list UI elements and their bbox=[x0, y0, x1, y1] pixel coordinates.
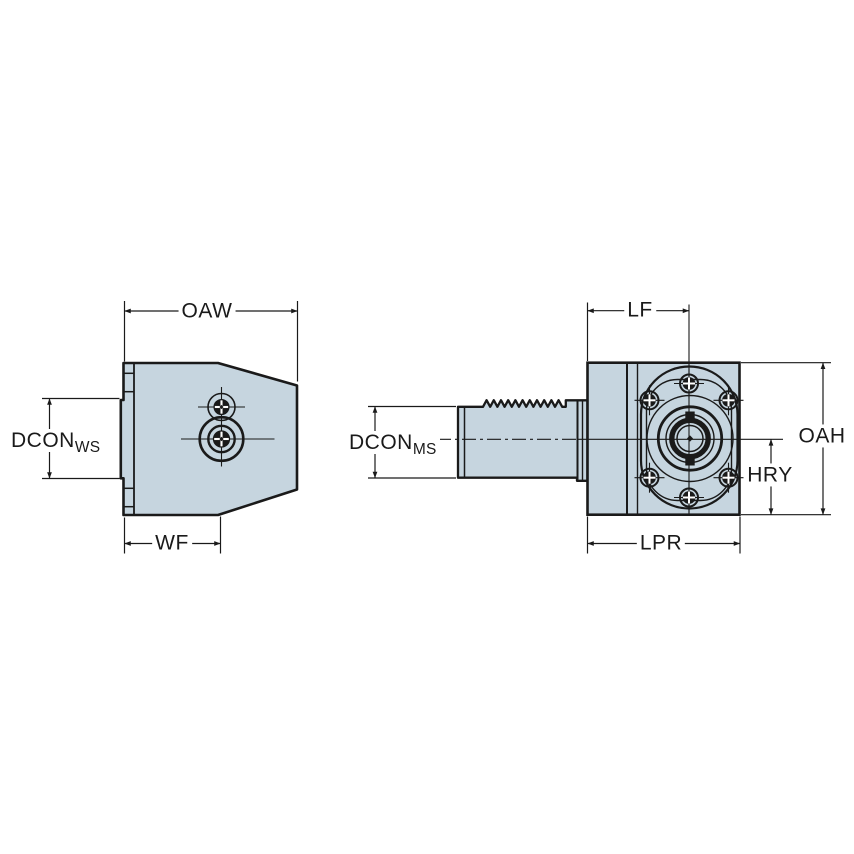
side-view bbox=[437, 304, 783, 517]
dimension-label-oaw: OAW bbox=[178, 299, 236, 323]
hry-text: HRY bbox=[747, 463, 793, 487]
center-mark bbox=[686, 435, 694, 442]
screw bbox=[674, 368, 704, 399]
lpr-text: LPR bbox=[639, 531, 683, 555]
dimension-label-lpr: LPR bbox=[636, 531, 686, 555]
front-large-screw bbox=[198, 415, 245, 463]
dimension-label-lf: LF bbox=[624, 298, 656, 322]
screw bbox=[674, 482, 704, 513]
screw bbox=[713, 462, 744, 493]
oah-text: OAH bbox=[798, 424, 846, 448]
oaw-text: OAW bbox=[181, 299, 233, 323]
coupling-bore bbox=[646, 394, 734, 483]
dcon-ms-sub-text: MS bbox=[412, 441, 437, 458]
keyway-bottom bbox=[685, 458, 695, 466]
dimension-label-dcon-ws: DCONWS bbox=[8, 429, 104, 456]
dimension-label-hry: HRY bbox=[744, 463, 796, 487]
front-small-screw bbox=[207, 392, 236, 422]
lf-text: LF bbox=[627, 298, 653, 322]
dcon-ms-main-text: DCON bbox=[349, 431, 413, 454]
flange-screws bbox=[634, 368, 744, 513]
wf-text: WF bbox=[155, 531, 189, 555]
dimension-label-oah: OAH bbox=[795, 424, 849, 448]
front-view bbox=[119, 361, 299, 517]
dcon-ws-sub-text: WS bbox=[74, 439, 101, 456]
keyway-top bbox=[685, 411, 695, 419]
screw bbox=[713, 385, 744, 416]
screw bbox=[634, 462, 665, 493]
shank-outline bbox=[456, 399, 589, 482]
dimension-label-wf: WF bbox=[152, 531, 192, 555]
dimension-label-dcon-ms: DCONMS bbox=[346, 431, 440, 458]
screw bbox=[634, 385, 665, 416]
dcon-ws-main-text: DCON bbox=[11, 429, 75, 452]
